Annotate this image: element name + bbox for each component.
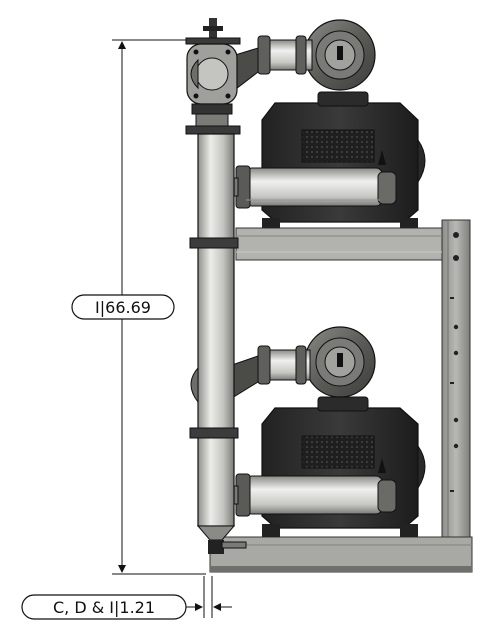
height-dimension-label: I|66.69 <box>71 294 175 320</box>
upper-pump-unit <box>225 19 426 228</box>
motor-vent-grille <box>301 435 375 469</box>
vertical-manifold-pipe <box>185 18 247 554</box>
motor-vent-grille <box>301 129 375 163</box>
height-dimension <box>112 39 206 575</box>
offset-dimension-text: C, D & I|1.21 <box>53 598 155 617</box>
lower-horizontal-pipe <box>245 475 383 515</box>
height-dimension-text: I|66.69 <box>95 298 151 317</box>
offset-dimension <box>186 576 232 618</box>
lower-pump-unit <box>225 326 426 537</box>
support-frame <box>209 219 473 573</box>
offset-dimension-label: C, D & I|1.21 <box>21 594 187 620</box>
frame-bolt-holes <box>450 232 459 492</box>
